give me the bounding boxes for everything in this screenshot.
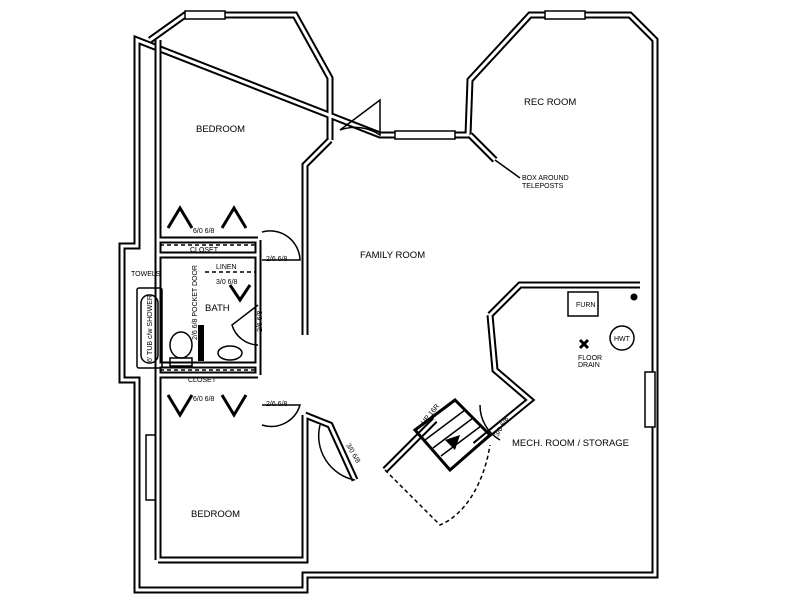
furnace-label: FURN	[576, 302, 595, 309]
bed-top-door-size: 2/6 6/8	[266, 256, 288, 263]
room-label-mech-room: MECH. ROOM / STORAGE	[512, 438, 629, 449]
linen-door-size: 3/0 6/8	[216, 279, 238, 286]
pocket-door-label: 2/6 6/8 POCKET DOOR	[192, 265, 199, 340]
bed-bottom-door-size: 2/6 6/8	[266, 401, 288, 408]
room-label-bath: BATH	[205, 303, 230, 314]
room-label-bedroom-top: BEDROOM	[196, 124, 245, 135]
exterior-walls	[118, 11, 659, 594]
floor-drain-label-2: DRAIN	[578, 362, 600, 369]
closet-top-label: CLOSET	[190, 247, 219, 254]
floor-drain-label-1: FLOOR	[578, 355, 602, 362]
box-note-1: BOX AROUND	[522, 175, 569, 182]
towels-label: TOWELS	[131, 271, 161, 278]
room-label-rec-room: REC ROOM	[524, 97, 576, 108]
bath-door-size: 2/6 6/8	[257, 310, 264, 332]
room-label-family-room: FAMILY ROOM	[360, 250, 425, 261]
linen-label: LINEN	[216, 264, 237, 271]
fixtures	[136, 98, 638, 526]
closet-bottom-label: CLOSET	[188, 377, 217, 384]
box-note-2: TELEPOSTS	[522, 183, 564, 190]
tub-label: 6' TUB c/w SHOWER	[147, 295, 154, 362]
closet-top-door-size: 6/0 6/8	[193, 228, 215, 235]
hwt-label: HWT	[614, 336, 631, 343]
windows	[145, 10, 656, 501]
room-label-bedroom-bottom: BEDROOM	[191, 509, 240, 520]
closet-bottom-door-size: 6/0 6/8	[193, 396, 215, 403]
